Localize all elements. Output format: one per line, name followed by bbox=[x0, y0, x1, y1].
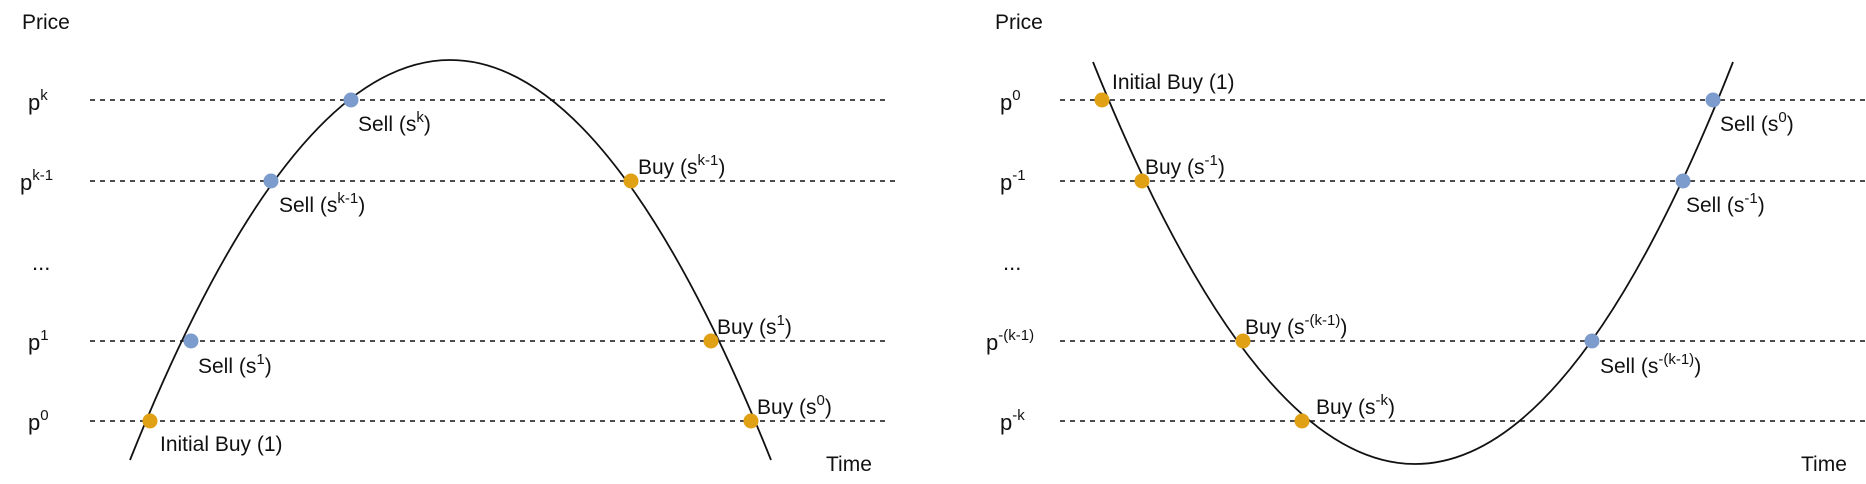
buy-point bbox=[1235, 333, 1251, 349]
buy-point bbox=[1094, 92, 1110, 108]
level-label: p-1 bbox=[1000, 167, 1026, 195]
level-label: p-k bbox=[1000, 407, 1025, 435]
point-label: Initial Buy (1) bbox=[160, 433, 283, 456]
level-label: ... bbox=[32, 250, 50, 275]
point-label: Buy (s-1) bbox=[1145, 152, 1225, 179]
level-label: pk-1 bbox=[20, 167, 53, 195]
buy-point bbox=[743, 413, 759, 429]
right-panel: Price Time p0 p-1 ... p-(k-1) p-k Initia… bbox=[986, 11, 1866, 476]
level-label: p0 bbox=[28, 407, 49, 435]
level-label: ... bbox=[1003, 250, 1021, 275]
point-label: Buy (s1) bbox=[717, 312, 792, 339]
point-label: Sell (s-1) bbox=[1686, 190, 1765, 217]
point-label: Sell (s-(k-1)) bbox=[1600, 351, 1701, 378]
x-axis-title: Time bbox=[826, 453, 872, 476]
buy-point bbox=[1294, 413, 1310, 429]
y-axis-title: Price bbox=[995, 11, 1043, 34]
point-label: Buy (sk-1) bbox=[638, 152, 725, 179]
price-curve bbox=[1092, 61, 1734, 465]
buy-point bbox=[703, 333, 719, 349]
level-label: pk bbox=[28, 87, 48, 115]
point-label: Buy (s0) bbox=[757, 392, 832, 419]
sell-point bbox=[1705, 92, 1721, 108]
point-label: Sell (sk-1) bbox=[279, 190, 365, 217]
buy-point bbox=[1134, 173, 1150, 189]
sell-point bbox=[1675, 173, 1691, 189]
point-label: Buy (s-(k-1)) bbox=[1245, 312, 1347, 339]
y-axis-title: Price bbox=[22, 11, 70, 34]
level-label: p1 bbox=[28, 327, 49, 355]
point-label: Initial Buy (1) bbox=[1112, 71, 1235, 94]
point-label: Sell (sk) bbox=[358, 109, 431, 136]
buy-point bbox=[623, 173, 639, 189]
buy-point bbox=[142, 413, 158, 429]
x-axis-title: Time bbox=[1801, 453, 1847, 476]
sell-point bbox=[263, 173, 279, 189]
point-label: Buy (s-k) bbox=[1316, 392, 1395, 419]
level-label: p0 bbox=[1000, 87, 1021, 115]
sell-point bbox=[343, 92, 359, 108]
sell-point bbox=[1584, 333, 1600, 349]
price-curve bbox=[129, 59, 772, 461]
level-label: p-(k-1) bbox=[986, 327, 1034, 355]
left-panel: Price Time pk pk-1 ... p1 p0 Sell (sk) S… bbox=[20, 11, 895, 476]
point-label: Sell (s1) bbox=[198, 351, 272, 378]
point-label: Sell (s0) bbox=[1720, 109, 1794, 136]
sell-point bbox=[183, 333, 199, 349]
